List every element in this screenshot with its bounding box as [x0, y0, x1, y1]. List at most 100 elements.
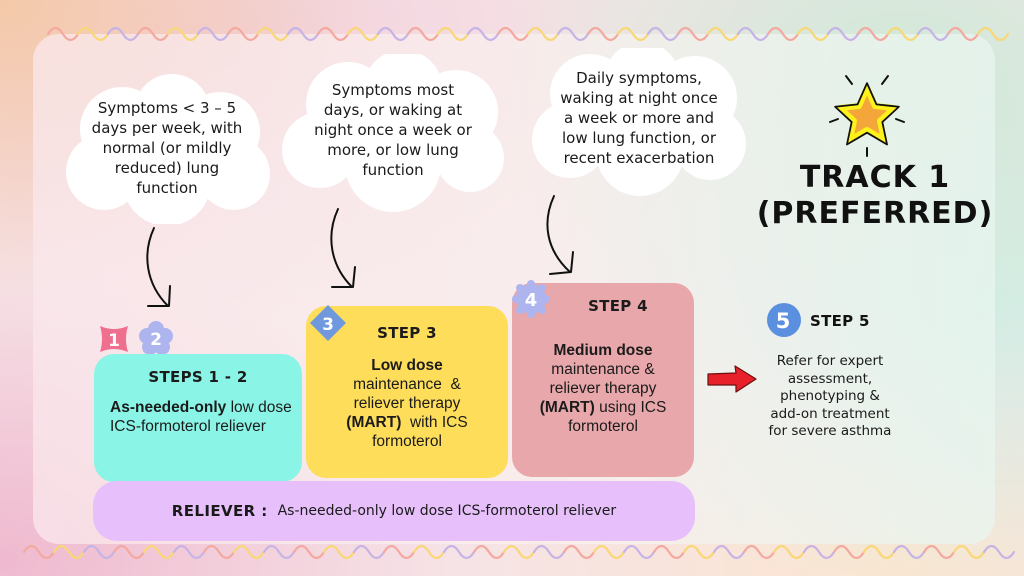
condition-line: waking at night once — [560, 89, 718, 107]
track-title-line1: TRACK 1 — [799, 160, 951, 195]
wave-segment — [766, 26, 800, 42]
condition-line: function — [362, 161, 424, 179]
wave-segment — [316, 26, 350, 42]
step-5-line: Refer for expert — [776, 353, 884, 369]
card-title: STEP 4 — [588, 297, 648, 315]
wave-segment — [796, 26, 830, 42]
wave-segment — [646, 26, 680, 42]
wave-segment — [976, 26, 1010, 42]
wave-segment — [862, 544, 896, 560]
card-body-text: with ICS — [401, 414, 468, 431]
condition-line: more, or low lung — [327, 141, 459, 159]
wave-segment — [202, 544, 236, 560]
wave-segment — [802, 544, 836, 560]
wave-segment — [736, 26, 770, 42]
condition-line: low lung function, or — [561, 129, 716, 147]
wave-segment — [166, 26, 200, 42]
step-4-card: STEP 4 Medium dose maintenance & relieve… — [512, 283, 694, 477]
condition-line: reduced) lung — [114, 159, 220, 177]
step-5-line: assessment, — [787, 370, 873, 387]
curved-arrow-icon — [330, 208, 356, 288]
star-icon — [829, 75, 905, 157]
step-1-badge: 1 — [100, 326, 128, 352]
badge-number: 5 — [776, 309, 791, 333]
step-5-line: phenotyping & — [780, 388, 880, 404]
badge-number: 4 — [525, 290, 538, 311]
wave-segment — [892, 544, 926, 560]
wave-segment — [922, 544, 956, 560]
wave-segment — [22, 544, 56, 560]
condition-line: recent exacerbation — [563, 149, 715, 167]
card-body-bold: Medium dose — [553, 342, 653, 359]
card-body-line: maintenance & — [551, 361, 655, 378]
wave-segment — [676, 26, 710, 42]
card-body-text: using ICS — [594, 399, 667, 416]
wave-segment — [466, 26, 500, 42]
wave-segment — [526, 26, 560, 42]
step-5-description: Refer for expert assessment, phenotyping… — [760, 353, 900, 441]
step-3-badge: 3 — [310, 305, 346, 341]
wave-segment — [682, 544, 716, 560]
wave-segment — [532, 544, 566, 560]
wave-segment — [496, 26, 530, 42]
steps-1-2-card: STEPS 1 - 2 As-needed-only low dose ICS-… — [94, 354, 302, 482]
wave-segment — [502, 544, 536, 560]
wave-segment — [562, 544, 596, 560]
wave-segment — [832, 544, 866, 560]
condition-line: function — [136, 179, 198, 197]
card-body: Medium dose maintenance & reliever thera… — [512, 341, 694, 436]
wave-segment — [586, 26, 620, 42]
wave-segment — [742, 544, 776, 560]
condition-line: Symptoms < 3 – 5 — [97, 99, 237, 117]
wave-segment — [592, 544, 626, 560]
wave-segment — [886, 26, 920, 42]
card-body: Low dose maintenance & reliever therapy … — [306, 356, 508, 451]
curved-arrow-icon — [146, 227, 171, 307]
wave-segment — [52, 544, 86, 560]
step-5-line: add-on treatment — [770, 405, 890, 422]
wave-segment — [706, 26, 740, 42]
wave-segment — [256, 26, 290, 42]
badge-number: 3 — [322, 315, 334, 335]
wave-segment — [982, 544, 1016, 560]
wave-segment — [46, 26, 80, 42]
wave-segment — [712, 544, 746, 560]
wave-segment — [112, 544, 146, 560]
condition-line: night once a week or — [314, 121, 472, 139]
badge-number: 1 — [108, 331, 120, 351]
reliever-label: RELIEVER : — [171, 502, 268, 520]
step-3-card: STEP 3 Low dose maintenance & reliever t… — [306, 306, 508, 478]
wave-segment — [442, 544, 476, 560]
curved-arrow-icon — [546, 195, 574, 275]
condition-line: Symptoms most — [331, 81, 455, 99]
card-body: As-needed-only low dose ICS-formoterol r… — [110, 398, 292, 436]
wave-segment — [382, 544, 416, 560]
wave-segment — [436, 26, 470, 42]
card-body-line: reliever therapy — [353, 395, 461, 412]
track-title: TRACK 1 (PREFERRED) — [740, 160, 1010, 232]
wave-segment — [172, 544, 206, 560]
decorative-wave-bottom — [22, 544, 1016, 560]
wave-segment — [286, 26, 320, 42]
condition-cloud-step-4: Daily symptoms, waking at night once a w… — [530, 48, 748, 198]
reliever-text: As-needed-only low dose ICS-formoterol r… — [277, 503, 617, 519]
step-4-badge: 4 — [512, 280, 550, 318]
wave-segment — [346, 26, 380, 42]
wave-segment — [136, 26, 170, 42]
condition-line: days, or waking at — [323, 101, 463, 119]
cloud-shape — [532, 48, 746, 196]
card-body-line: maintenance & — [353, 376, 461, 393]
wave-segment — [412, 544, 446, 560]
step-5-badge: 5 — [767, 303, 801, 337]
badge-number: 2 — [150, 330, 162, 350]
card-body-bold: (MART) — [539, 399, 595, 416]
wave-segment — [142, 544, 176, 560]
card-body-line: formoterol — [372, 433, 442, 450]
wave-segment — [622, 544, 656, 560]
wave-segment — [406, 26, 440, 42]
wave-segment — [226, 26, 260, 42]
wave-segment — [376, 26, 410, 42]
card-title: STEPS 1 - 2 — [148, 368, 248, 386]
cloud-shape — [66, 74, 270, 224]
wave-segment — [856, 26, 890, 42]
